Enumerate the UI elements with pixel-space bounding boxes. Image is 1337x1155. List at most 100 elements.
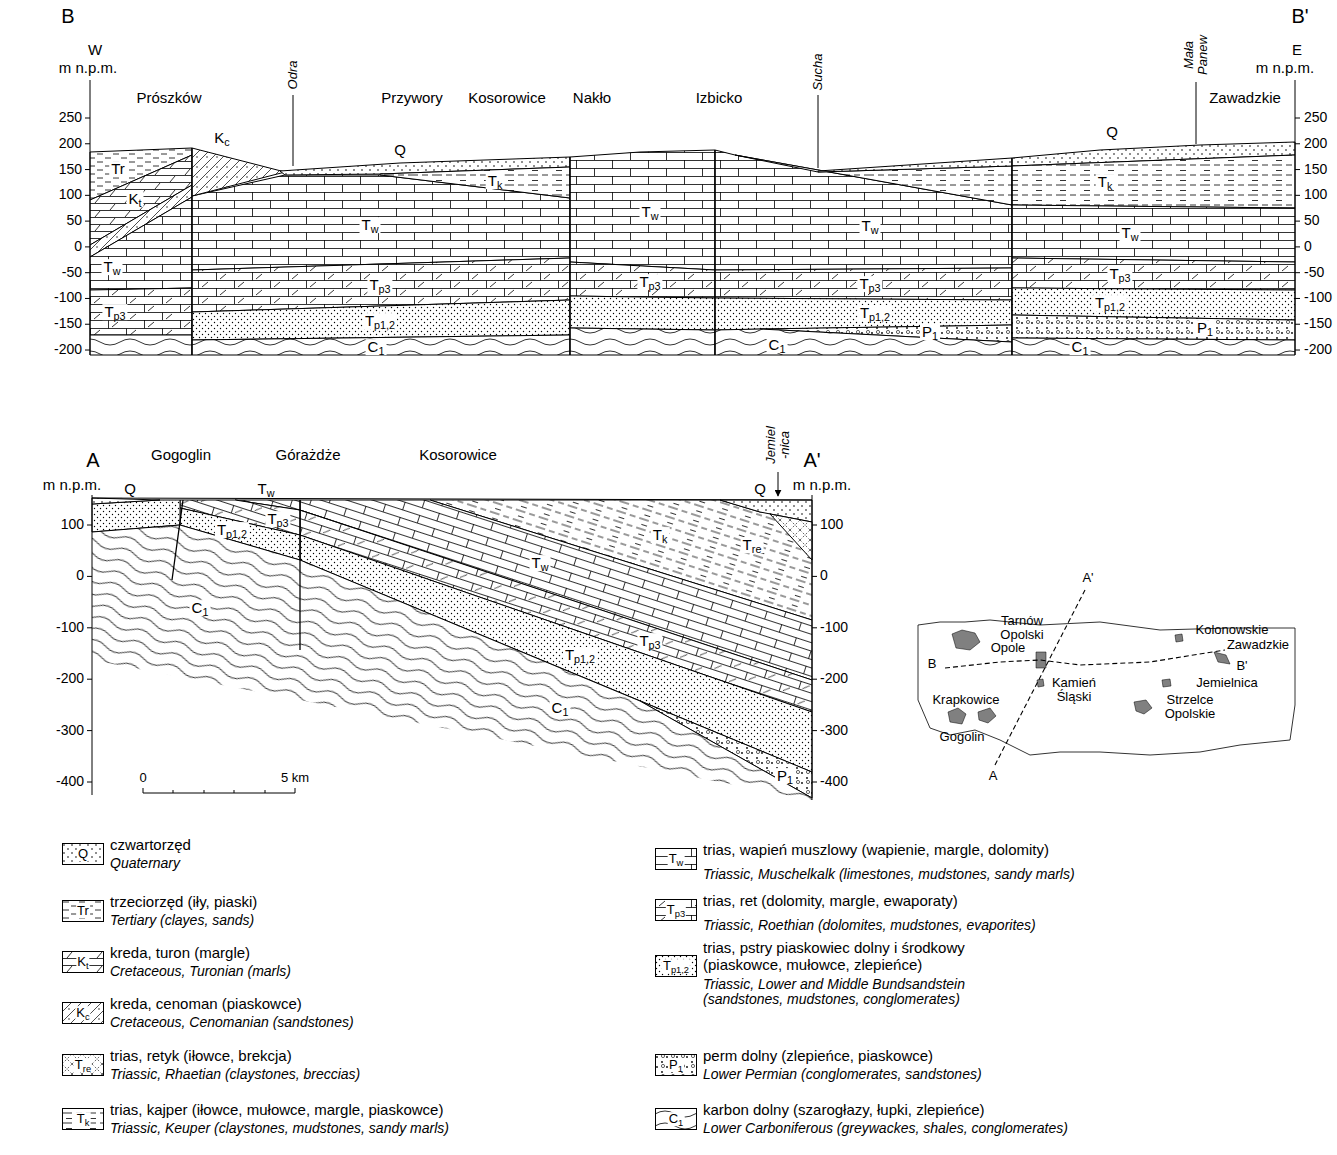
legend-text: trias, ret (dolomity, margle, ewaporaty) bbox=[703, 893, 958, 910]
axis-tick bbox=[87, 679, 92, 680]
axis-value: -200 bbox=[820, 671, 848, 686]
axis-value: 250 bbox=[1304, 110, 1327, 125]
axis-value: 0 bbox=[76, 569, 84, 584]
legend-text: trias, wapień muszlowy (wapienie, margle… bbox=[703, 842, 1049, 859]
axis-value: -200 bbox=[1304, 342, 1332, 357]
axis-tick bbox=[85, 221, 90, 222]
place-name: m n.p.m. bbox=[793, 477, 851, 494]
axis-tick bbox=[87, 782, 92, 783]
place-name: Gogoglin bbox=[151, 447, 211, 464]
map-label: Zawadzkie bbox=[1227, 638, 1289, 652]
section-letter: B bbox=[61, 5, 74, 27]
unit-symbol: Tp1,2 bbox=[858, 305, 892, 321]
scale-label: 5 km bbox=[281, 771, 309, 785]
river-name: Sucha bbox=[811, 50, 825, 94]
axis-value: -200 bbox=[54, 342, 82, 357]
unit-symbol: Tp1,2 bbox=[363, 313, 397, 329]
legend-text: kreda, cenoman (piaskowce) bbox=[110, 996, 302, 1013]
unit-symbol: C1 bbox=[366, 339, 387, 355]
unit-symbol: Kt bbox=[126, 191, 143, 207]
unit-symbol: Tr bbox=[109, 161, 127, 177]
axis-value: -200 bbox=[56, 671, 84, 686]
swatch-symbol: Tp3 bbox=[666, 903, 686, 917]
unit-symbol: Q bbox=[1104, 124, 1120, 140]
axis-value: -100 bbox=[1304, 291, 1332, 306]
axis-value: -50 bbox=[1304, 265, 1324, 280]
swatch-symbol: Tre bbox=[74, 1058, 92, 1072]
axis-tick bbox=[85, 324, 90, 325]
unit-symbol: Tp1,2 bbox=[1093, 295, 1127, 311]
unit-symbol: C1 bbox=[767, 337, 788, 353]
axis-tick bbox=[812, 627, 817, 628]
unit-symbol: Tp1,2 bbox=[563, 647, 597, 663]
unit-symbol: Tk bbox=[651, 527, 670, 543]
swatch-symbol: C1 bbox=[668, 1112, 685, 1126]
place-name: Izbicko bbox=[696, 90, 743, 107]
unit-symbol: C1 bbox=[1070, 339, 1091, 355]
swatch-symbol: Q bbox=[77, 847, 89, 861]
unit-symbol: Tp3 bbox=[265, 511, 290, 527]
legend-translation: Triassic, Keuper (claystones, mudstones,… bbox=[110, 1121, 449, 1136]
unit-symbol: P1 bbox=[1195, 320, 1215, 336]
axis-value: -100 bbox=[820, 620, 848, 635]
place-name: Górażdże bbox=[275, 447, 340, 464]
place-name: W bbox=[88, 42, 102, 59]
axis-tick bbox=[87, 730, 92, 731]
axis-value: 250 bbox=[59, 110, 82, 125]
unit-symbol: C1 bbox=[190, 600, 211, 616]
unit-symbol: Tw bbox=[256, 481, 277, 497]
axis-value: -300 bbox=[56, 723, 84, 738]
axis-tick bbox=[1295, 324, 1300, 325]
axis-value: -400 bbox=[56, 774, 84, 789]
unit-symbol: Tre bbox=[741, 537, 764, 553]
legend-text: karbon dolny (szarogłazy, łupki, zlepień… bbox=[703, 1102, 985, 1119]
swatch-symbol: Tk bbox=[76, 1112, 91, 1126]
unit-symbol: Tp3 bbox=[637, 633, 662, 649]
axis-tick bbox=[85, 169, 90, 170]
unit-symbol: P1 bbox=[920, 324, 940, 340]
axis-tick bbox=[85, 246, 90, 247]
axis-tick bbox=[85, 143, 90, 144]
axis-tick bbox=[812, 679, 817, 680]
axis-value: 150 bbox=[59, 162, 82, 177]
place-name: Nakło bbox=[573, 90, 611, 107]
axis-value: -50 bbox=[62, 265, 82, 280]
map-label: Jemielnica bbox=[1196, 676, 1257, 690]
axis-tick bbox=[812, 576, 817, 577]
legend-translation: Cretaceous, Cenomanian (sandstones) bbox=[110, 1015, 354, 1030]
map-label: Tarnów Opolski bbox=[991, 614, 1053, 643]
axis-tick bbox=[1295, 118, 1300, 119]
axis-tick bbox=[1295, 195, 1300, 196]
section-letter: B' bbox=[1291, 5, 1308, 27]
unit-symbol: Tk bbox=[1096, 174, 1115, 190]
unit-symbol: Q bbox=[392, 142, 408, 158]
unit-symbol: Kc bbox=[212, 130, 231, 146]
unit-symbol: Tp3 bbox=[857, 276, 882, 292]
map-label: Gogolin bbox=[940, 730, 985, 744]
section-letter: A' bbox=[803, 449, 820, 471]
axis-value: 50 bbox=[1304, 213, 1320, 228]
unit-symbol: C1 bbox=[550, 700, 571, 716]
river-name: Jemiel -nica bbox=[764, 423, 793, 467]
swatch-symbol: Tp1,2 bbox=[662, 959, 690, 973]
map-label: Strzelce Opolskie bbox=[1159, 693, 1221, 722]
swatch-symbol: P1 bbox=[668, 1058, 684, 1072]
map-label: Kamień Śląski bbox=[1046, 676, 1102, 705]
axis-value: 0 bbox=[820, 569, 828, 584]
legend-translation: Lower Carboniferous (greywackes, shales,… bbox=[703, 1121, 1068, 1136]
unit-symbol: Tw bbox=[1120, 225, 1141, 241]
legend-text: trzeciorzęd (iły, piaski) bbox=[110, 894, 257, 911]
axis-tick bbox=[1295, 272, 1300, 273]
place-name: Prószków bbox=[136, 90, 201, 107]
unit-symbol: Tp3 bbox=[1107, 266, 1132, 282]
axis-value: -150 bbox=[1304, 317, 1332, 332]
legend-translation: Triassic, Rhaetian (claystones, breccias… bbox=[110, 1067, 360, 1082]
swatch-symbol: Kc bbox=[75, 1006, 90, 1020]
map-label: Krapkowice bbox=[932, 693, 999, 707]
axis-tick bbox=[1295, 221, 1300, 222]
unit-symbol: Tw bbox=[640, 204, 661, 220]
axis-value: 100 bbox=[61, 517, 84, 532]
map-label: A' bbox=[1082, 571, 1093, 585]
axis-tick bbox=[1295, 143, 1300, 144]
